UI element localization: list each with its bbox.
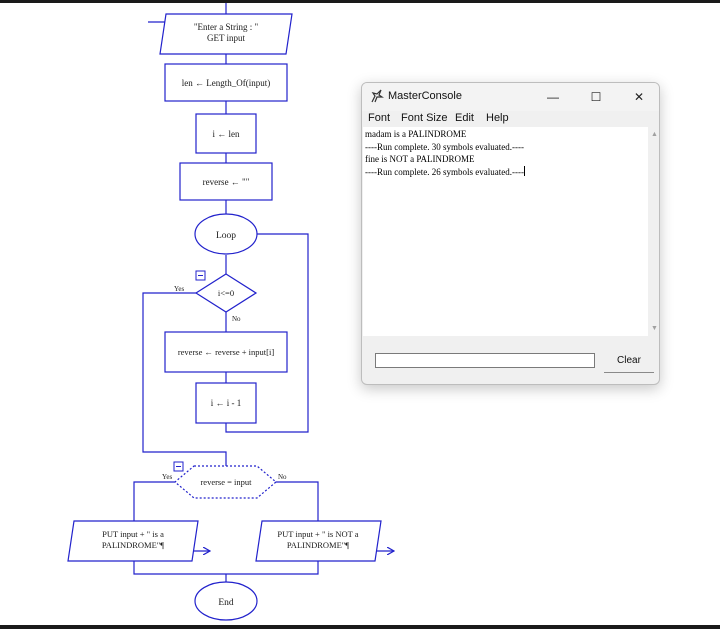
output-line: ----Run complete. 30 symbols evaluated.-… bbox=[365, 141, 524, 152]
output-not-palindrome-shape bbox=[255, 520, 382, 562]
end-oval bbox=[194, 581, 258, 621]
reverse-update-text: reverse ← reverse + input[i] bbox=[178, 347, 275, 357]
menu-font[interactable]: Font bbox=[368, 112, 391, 124]
menu-edit[interactable]: Edit bbox=[455, 112, 474, 124]
len-assignment-text: len ← Length_Of(input) bbox=[182, 78, 270, 88]
i-assignment-text: i ← len bbox=[213, 129, 240, 139]
collapse-icon[interactable] bbox=[195, 270, 206, 281]
input-shape bbox=[159, 13, 293, 55]
compare-condition-text: reverse = input bbox=[200, 477, 252, 487]
text-caret bbox=[523, 165, 525, 176]
clear-button[interactable]: Clear bbox=[617, 355, 641, 366]
console-menu-bar: Font Font Size Edit Help bbox=[362, 111, 659, 127]
input-text-line1: "Enter a String : " bbox=[194, 22, 259, 32]
console-title: MasterConsole bbox=[388, 90, 462, 102]
clear-button-underline bbox=[604, 372, 654, 373]
console-output[interactable]: madam is a PALINDROME ----Run complete. … bbox=[363, 127, 648, 336]
end-label: End bbox=[218, 598, 234, 608]
reverse-update-box bbox=[164, 331, 288, 373]
i-assignment-box bbox=[195, 113, 257, 154]
scroll-up-icon[interactable]: ▲ bbox=[651, 131, 658, 138]
output-palindrome-line2: PALINDROME"¶ bbox=[102, 540, 164, 550]
no-label: No bbox=[232, 315, 241, 323]
output-line: ----Run complete. 26 symbols evaluated.-… bbox=[365, 166, 524, 177]
console-title-bar[interactable]: MasterConsole — ☐ ✕ bbox=[362, 83, 659, 111]
minimize-button[interactable]: — bbox=[547, 90, 559, 104]
yes-label: Yes bbox=[174, 285, 184, 293]
loop-condition-diamond bbox=[194, 273, 258, 313]
reverse-init-text: reverse ← "" bbox=[203, 177, 250, 187]
output-palindrome-shape bbox=[67, 520, 199, 562]
menu-font-size[interactable]: Font Size bbox=[401, 112, 448, 124]
input-text-line2: GET input bbox=[207, 33, 246, 43]
loop-oval bbox=[194, 213, 258, 255]
master-console-window[interactable]: MasterConsole — ☐ ✕ Font Font Size Edit … bbox=[361, 82, 660, 385]
decrement-text: i ← i - 1 bbox=[211, 398, 242, 408]
screen-bottom-edge bbox=[0, 625, 720, 629]
reverse-init-box bbox=[179, 162, 273, 201]
menu-help[interactable]: Help bbox=[486, 112, 509, 124]
output-line: madam is a PALINDROME bbox=[365, 129, 467, 139]
maximize-button[interactable]: ☐ bbox=[590, 90, 602, 104]
output-line: fine is NOT a PALINDROME bbox=[365, 154, 475, 164]
output-not-palindrome-line2: PALINDROME"¶ bbox=[287, 540, 349, 550]
decrement-box bbox=[195, 382, 257, 424]
collapse-icon-2[interactable] bbox=[173, 461, 184, 472]
no-label-2: No bbox=[278, 473, 287, 481]
yes-label-2: Yes bbox=[162, 473, 172, 481]
console-input[interactable] bbox=[375, 353, 595, 368]
loop-condition-text: i<=0 bbox=[218, 288, 234, 298]
output-not-palindrome-line1: PUT input + " is NOT a bbox=[277, 529, 358, 539]
compare-selection-shape bbox=[174, 465, 277, 499]
scroll-down-icon[interactable]: ▼ bbox=[651, 325, 658, 332]
raptor-icon bbox=[371, 89, 384, 103]
output-scrollbar[interactable] bbox=[649, 127, 659, 336]
len-assignment-box bbox=[164, 63, 288, 102]
close-button[interactable]: ✕ bbox=[633, 90, 645, 104]
screen-top-edge bbox=[0, 0, 720, 3]
output-palindrome-line1: PUT input + " is a bbox=[102, 529, 164, 539]
loop-label: Loop bbox=[216, 231, 236, 241]
